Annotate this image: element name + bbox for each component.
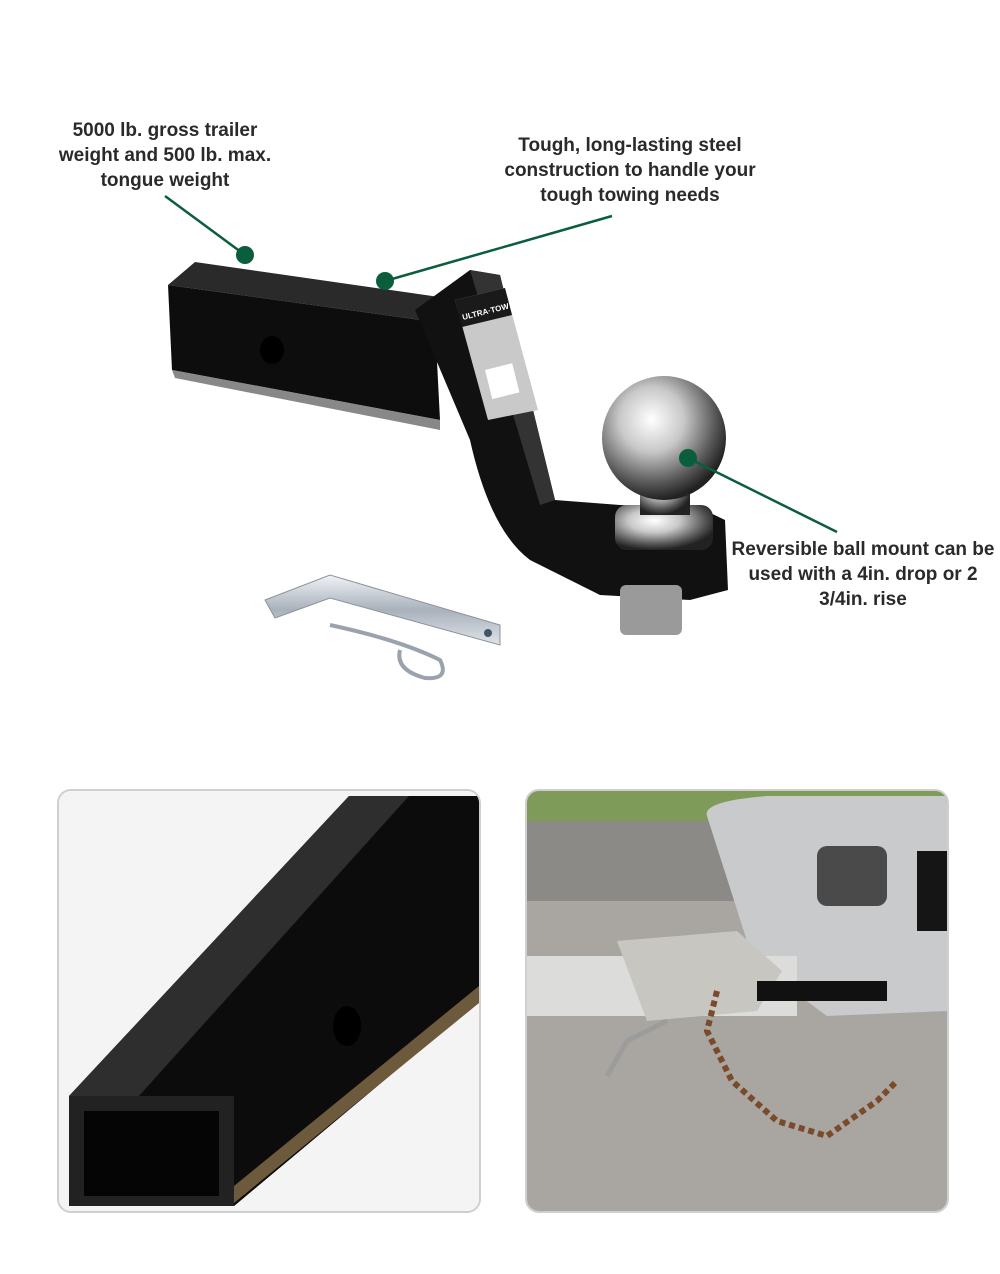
- ball-mount-illustration: ULTRA·TOW: [164, 194, 838, 681]
- callout-steel-construction: Tough, long-lasting steel construction t…: [504, 135, 756, 206]
- hitch-in-use-photo: [525, 789, 949, 1213]
- callout-leaders: [164, 194, 838, 534]
- hitch-ball: [602, 376, 726, 635]
- truck-trailer-image: [527, 791, 947, 1211]
- shank: [168, 262, 460, 430]
- callout-dot: [236, 246, 254, 264]
- product-label: ULTRA·TOW: [455, 288, 538, 420]
- callout-dot: [376, 272, 394, 290]
- receiver-tube-closeup: [57, 789, 481, 1213]
- barcode: [485, 363, 520, 400]
- callout-dot: [679, 449, 697, 467]
- callout-reversible-mount: Reversible ball mount can be used with a…: [731, 539, 995, 610]
- receiver-tube-image: [59, 791, 479, 1211]
- callout-weight-capacity: 5000 lb. gross trailer weight and 500 lb…: [58, 120, 272, 191]
- hitch-pin-and-clip: [264, 574, 501, 681]
